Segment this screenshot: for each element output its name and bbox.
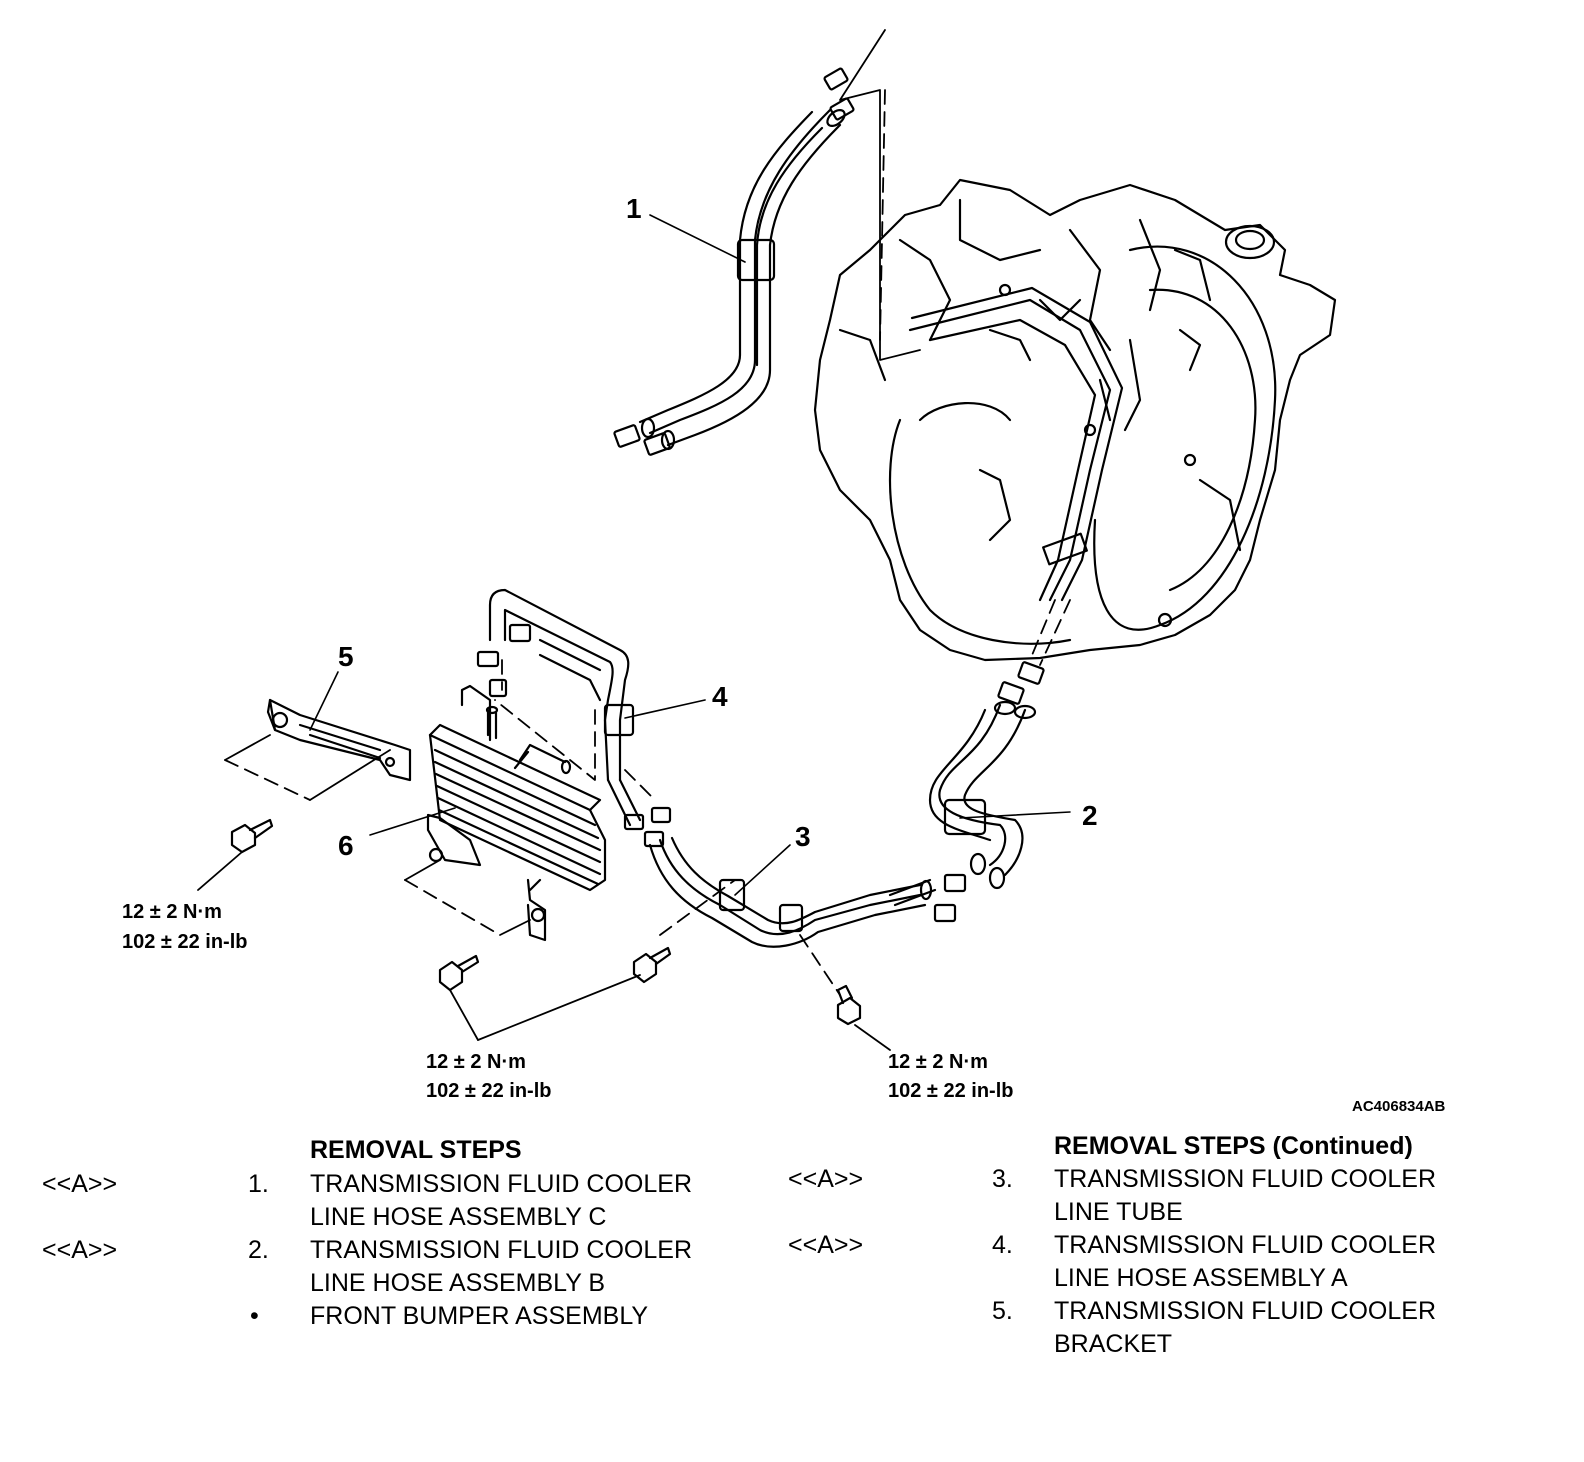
step-text-line: TRANSMISSION FLUID COOLER <box>1054 1165 1436 1193</box>
transmission-cooler-lines <box>908 286 1124 602</box>
torque-spec-1-imperial: 102 ± 22 in-lb <box>122 931 247 953</box>
exploded-view-diagram: 1 2 3 4 5 6 12 ± 2 N·m 102 ± 22 in-lb 12… <box>122 29 1446 1115</box>
torque-pointers <box>197 851 891 1051</box>
figure-id: AC406834AB <box>1352 1098 1446 1115</box>
transmission-housing <box>813 178 1337 662</box>
step-text-line: TRANSMISSION FLUID COOLER <box>310 1170 692 1198</box>
torque-spec-3-imperial: 102 ± 22 in-lb <box>888 1080 1013 1102</box>
removal-steps-right: REMOVAL STEPS (Continued) <<A>> 3. TRANS… <box>780 1130 1560 1390</box>
hose-assembly-b <box>928 661 1045 923</box>
hose-assembly-a <box>476 588 672 848</box>
callout-leaders <box>309 214 1071 896</box>
step-text-line: TRANSMISSION FLUID COOLER <box>1054 1297 1436 1325</box>
callout-5: 5 <box>338 641 354 672</box>
callout-6: 6 <box>338 830 354 861</box>
solid-leader-lines <box>224 29 921 936</box>
step-number: 3. <box>992 1165 1013 1193</box>
fluid-cooler <box>426 684 607 942</box>
torque-spec-1-metric: 12 ± 2 N·m <box>122 901 222 923</box>
cooler-bracket <box>266 698 412 782</box>
removal-steps-left: REMOVAL STEPS <<A>> 1. TRANSMISSION FLUI… <box>0 1130 780 1390</box>
step-text-line: LINE HOSE ASSEMBLY B <box>310 1269 606 1297</box>
line-tube <box>648 836 937 948</box>
step-text-line: TRANSMISSION FLUID COOLER <box>1054 1231 1436 1259</box>
callout-4: 4 <box>712 681 728 712</box>
step-text-line: LINE TUBE <box>1054 1198 1183 1226</box>
step-number: 5. <box>992 1297 1013 1325</box>
step-ref-marker: <<A>> <box>788 1165 864 1193</box>
step-text-line: LINE HOSE ASSEMBLY C <box>310 1203 607 1231</box>
torque-spec-2-metric: 12 ± 2 N·m <box>426 1051 526 1073</box>
step-ref-marker: <<A>> <box>42 1236 118 1264</box>
mounting-bolts <box>230 818 862 1026</box>
callout-1: 1 <box>626 193 642 224</box>
removal-steps-continued-title: REMOVAL STEPS (Continued) <box>1054 1132 1413 1160</box>
step-text-line: LINE HOSE ASSEMBLY A <box>1054 1264 1348 1292</box>
step-number: 4. <box>992 1231 1013 1259</box>
step-text-line: TRANSMISSION FLUID COOLER <box>310 1236 692 1264</box>
step-number: 1. <box>248 1170 269 1198</box>
callout-2: 2 <box>1082 800 1098 831</box>
step-text-line: BRACKET <box>1054 1330 1173 1358</box>
hose-assembly-c <box>613 67 855 456</box>
torque-spec-2-imperial: 102 ± 22 in-lb <box>426 1080 551 1102</box>
callout-3: 3 <box>795 821 811 852</box>
torque-spec-3-metric: 12 ± 2 N·m <box>888 1051 988 1073</box>
step-bullet: • <box>250 1302 259 1330</box>
step-ref-marker: <<A>> <box>42 1170 118 1198</box>
step-ref-marker: <<A>> <box>788 1231 864 1259</box>
removal-steps-title: REMOVAL STEPS <box>310 1136 522 1164</box>
step-text-line: FRONT BUMPER ASSEMBLY <box>310 1302 649 1330</box>
step-number: 2. <box>248 1236 269 1264</box>
